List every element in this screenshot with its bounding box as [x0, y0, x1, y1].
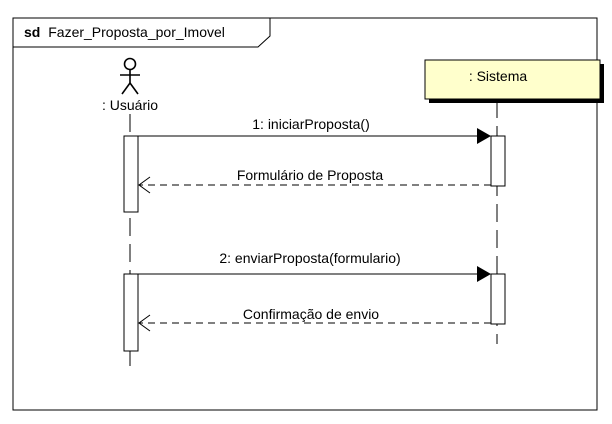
message-1-arrowhead	[477, 128, 491, 144]
diagram-frame	[12, 17, 598, 411]
frame-title: sd Fazer_Proposta_por_Imovel	[24, 24, 225, 40]
return-2-label: Confirmação de envio	[243, 306, 379, 322]
activation-sistema-1	[490, 135, 506, 187]
actor-usuario-icon	[120, 57, 140, 95]
participant-sistema-label: : Sistema	[469, 68, 528, 84]
return-1-label: Formulário de Proposta	[237, 167, 384, 183]
message-1-label: 1: iniciarProposta()	[252, 116, 370, 132]
participant-usuario-label: : Usuário	[102, 97, 158, 113]
activation-usuario-1	[123, 135, 139, 213]
activation-sistema-2	[490, 273, 506, 325]
activation-usuario-2	[123, 273, 139, 352]
participant-sistema-box	[424, 59, 601, 100]
message-2-label: 2: enviarProposta(formulario)	[219, 250, 400, 266]
frame-name: Fazer_Proposta_por_Imovel	[48, 24, 225, 40]
message-2-arrowhead	[477, 266, 491, 282]
frame-tag	[12, 17, 271, 48]
return-1-arrowhead	[138, 176, 151, 194]
return-2-arrowhead	[138, 314, 151, 332]
frame-keyword: sd	[24, 24, 40, 40]
